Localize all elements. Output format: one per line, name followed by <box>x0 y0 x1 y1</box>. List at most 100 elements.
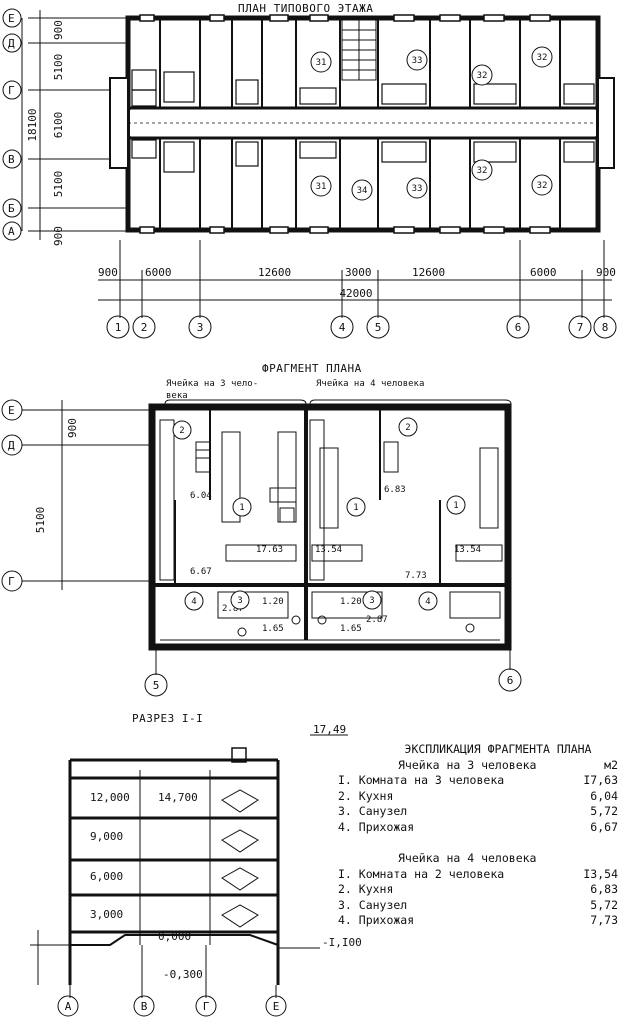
dimension: 900 <box>52 20 65 40</box>
level-mark: 12,000 <box>90 791 130 804</box>
room-mark: 33 <box>412 184 423 194</box>
dimension: 12600 <box>412 266 445 279</box>
cell3-label: Ячейка на 3 чело- <box>166 379 258 389</box>
cell4-header: Ячейка на 4 человека <box>318 851 618 867</box>
dimension: 900 <box>596 266 616 279</box>
plan-title: ПЛАН ТИПОВОГО ЭТАЖА <box>238 2 373 15</box>
item-value: I3,54 <box>583 866 618 881</box>
axis-label: 1 <box>115 321 122 334</box>
dimension: 5100 <box>52 171 65 198</box>
fragment-label-brackets <box>164 399 512 405</box>
item-label: 3. Санузел <box>338 897 408 912</box>
plan-left-dims: 900 5100 6100 5100 900 18100 <box>26 20 65 246</box>
room-area: 1.65 <box>262 624 284 634</box>
item-label: 2. Кухня <box>338 788 394 803</box>
room-area: 13.54 <box>315 545 342 555</box>
axis-label: Г <box>8 575 15 588</box>
dimension: 6000 <box>145 266 172 279</box>
axis-label: Е <box>273 1000 280 1013</box>
room-area: 1.20 <box>340 597 362 607</box>
item-value: 7,73 <box>590 913 618 927</box>
plan-bottom-dims-lines <box>98 240 617 339</box>
cell4-label: Ячейка на 4 человека <box>316 379 424 389</box>
room-area: 7.73 <box>405 571 427 581</box>
room-mark: 2 <box>179 426 184 436</box>
room-area: 6.04 <box>190 491 212 501</box>
section-i-i: РАЗРЕЗ I-I <box>30 712 362 1017</box>
room-mark: 1 <box>353 503 358 513</box>
item-value: 6,04 <box>590 788 618 803</box>
dimension: 900 <box>52 226 65 246</box>
fragment-areas: 6.04 17.63 13.54 6.83 13.54 6.67 7.73 1.… <box>190 485 481 634</box>
item-label: 4. Прихожая <box>338 819 415 834</box>
explication: ЭКСПЛИКАЦИЯ ФРАГМЕНТА ПЛАНА Ячейка на 3 … <box>318 742 618 929</box>
dimension: 5100 <box>52 54 65 81</box>
list-item: 2. Кухня 6,04 <box>318 789 618 805</box>
item-label: 3. Санузел <box>338 804 408 818</box>
axis-label: 8 <box>602 321 609 334</box>
axis-label: 6 <box>515 321 522 334</box>
list-item: 4. Прихожая 7,73 <box>318 913 618 929</box>
unit: м2 <box>604 757 618 772</box>
level-mark: 17,49 <box>313 723 346 736</box>
room-mark: 32 <box>477 71 488 81</box>
axis-label: 6 <box>507 674 514 687</box>
axis-label: В <box>8 153 15 166</box>
dimension: 6000 <box>530 266 557 279</box>
plan-fragment: ФРАГМЕНТ ПЛАНА Ячейка на 3 чело- века Яч… <box>1 362 522 697</box>
item-label: I. Комната на 2 человека <box>338 866 505 881</box>
axis-label: Г <box>203 1000 210 1013</box>
level-mark: 3,000 <box>90 908 123 921</box>
section-structure <box>30 734 348 1017</box>
item-value: I7,63 <box>583 773 618 787</box>
dimension: 900 <box>98 266 118 279</box>
axis-label: В <box>141 1000 148 1013</box>
list-item: 3. Санузел 5,72 <box>318 898 618 914</box>
room-area: 1.20 <box>262 597 284 607</box>
cell3-label-cont: века <box>166 391 188 401</box>
room-mark: 32 <box>537 53 548 63</box>
plan-bottom-axis-labels: 1 2 3 4 5 6 7 8 <box>115 321 609 334</box>
section-axes: А В Г Е <box>65 1000 280 1013</box>
item-label: 4. Прихожая <box>338 913 415 927</box>
room-area: 17.63 <box>256 545 283 555</box>
plan-room-marks: 31 33 32 32 31 34 33 32 32 <box>310 46 553 201</box>
axis-label: Д <box>8 37 15 50</box>
plan-bottom-dims: 900 6000 12600 3000 12600 6000 900 42000 <box>98 266 616 300</box>
level-mark: -I,I00 <box>322 936 362 949</box>
item-value: 5,72 <box>590 804 618 818</box>
room-mark: 31 <box>316 58 327 68</box>
room-mark: 4 <box>425 597 430 607</box>
axis-label: 4 <box>339 321 346 334</box>
fragment-furniture <box>195 431 503 637</box>
list-item: 4. Прихожая 6,67 <box>318 820 618 836</box>
list-item: I. Комната на 2 человека I3,54 <box>318 867 618 883</box>
axis-label: 3 <box>197 321 204 334</box>
room-area: 2.87 <box>222 604 244 614</box>
room-mark: 34 <box>357 186 368 196</box>
room-area: 6.67 <box>190 567 212 577</box>
axis-label: Д <box>8 439 15 452</box>
cell4-title: Ячейка на 4 человека <box>398 851 537 865</box>
item-value: 5,72 <box>590 897 618 912</box>
section-levels: 17,49 12,000 14,700 9,000 6,000 3,000 0,… <box>90 723 362 981</box>
level-mark: 9,000 <box>90 830 123 843</box>
item-value: 6,67 <box>590 819 618 834</box>
dimension: 6100 <box>52 112 65 139</box>
item-label: 2. Кухня <box>338 882 394 896</box>
section-title: РАЗРЕЗ I-I <box>132 712 203 725</box>
dimension-total: 18100 <box>26 108 39 141</box>
axis-label: Е <box>8 404 15 417</box>
axis-label: Е <box>8 12 15 25</box>
fragment-left-axes <box>1 399 150 592</box>
room-mark: 3 <box>369 596 374 606</box>
dimension: 900 <box>66 418 79 438</box>
fragment-bottom-axes <box>144 647 522 697</box>
axis-label: Г <box>8 84 15 97</box>
fragment-walls <box>148 403 512 651</box>
room-mark: 31 <box>316 182 327 192</box>
dimension: 3000 <box>345 266 372 279</box>
room-mark: 2 <box>405 423 410 433</box>
